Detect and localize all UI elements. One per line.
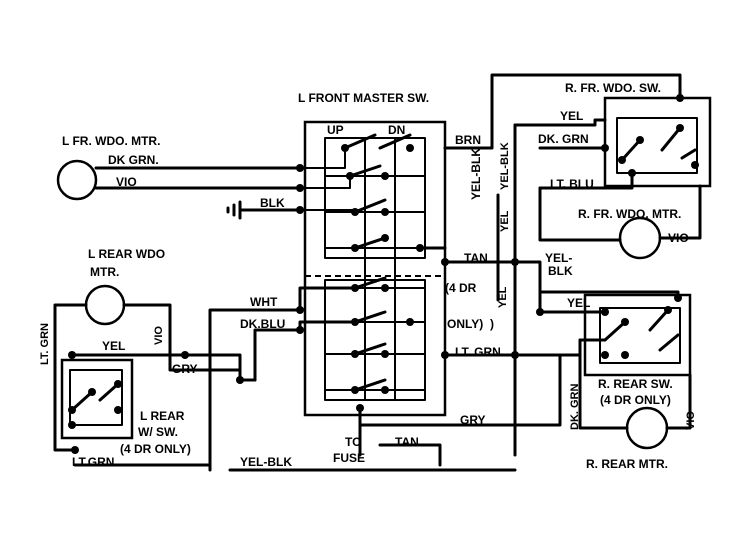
r-rear-window-motor (578, 338, 692, 450)
l-rear-switch-outline (60, 358, 134, 440)
l-rear-label: L REAR (140, 409, 185, 423)
tan-wire (418, 246, 607, 314)
dk-grn-vert-label: DK. GRN (569, 384, 581, 431)
yel-vert-label: YEL (499, 210, 511, 232)
r-fr-wdo-sw-label: R. FR. WDO. SW. (565, 81, 661, 95)
l-front-window-motor (56, 148, 351, 201)
l-rear-wdo-label: L REAR WDO (88, 247, 165, 261)
vio-r-label: VIO (668, 231, 689, 245)
master-switch-outline (303, 120, 447, 417)
fuse-label: FUSE (333, 451, 365, 465)
dn-label: DN (388, 123, 405, 137)
ground-icon (226, 200, 242, 220)
master-switch-title: L FRONT MASTER SW. (298, 91, 429, 105)
tan-fuse-label: TAN (395, 435, 419, 449)
lt-blu-r-fr-wire (538, 171, 634, 190)
l-fr-wdo-mtr-label: L FR. WDO. MTR. (62, 134, 160, 148)
r-front-switch-blades (620, 126, 697, 162)
r-front-motor-left-wire (538, 186, 622, 242)
l-front-master-switch: UP DN (4 DR ONLY) ) (303, 120, 494, 417)
r-rear-motor-right-wire (665, 373, 692, 430)
paren-label: ) (490, 317, 494, 331)
blk-wire-label: BLK (260, 196, 285, 210)
r-rear-sw-label: R. REAR SW. (598, 377, 673, 391)
brn-feed-wire (443, 73, 682, 150)
lt-blu-label: LT. BLU (550, 177, 594, 191)
l-rear-switch-blades (70, 382, 120, 412)
lt-grn-vert-label: LT. GRN (39, 323, 51, 365)
yel-r2-label: YEL (567, 296, 590, 310)
r-front-switch-outline (603, 96, 712, 188)
dk-blu-label: DK.BLU (240, 317, 285, 331)
lt-grn-label: LT. GRN (455, 345, 501, 359)
yel-vert2-label: YEL (497, 286, 509, 308)
r-rear-mtr-label: R. REAR MTR. (586, 457, 668, 471)
r-rear-switch-inner (599, 307, 681, 364)
gry2-label: GRY (460, 413, 486, 427)
four-dr-only-r-label: (4 DR ONLY) (600, 393, 671, 407)
lt-grn-l-label: LT.GRN (72, 455, 114, 469)
r-rear-motor-circle (625, 406, 669, 450)
yel-r-label: YEL (560, 109, 583, 123)
ground-blk (226, 200, 355, 220)
tan-fuse-wire (378, 443, 442, 467)
yel-r-rear-wire (538, 290, 680, 300)
wht-wire (208, 286, 357, 472)
internal-buses (325, 175, 425, 391)
l-rear-motor-left-wire (53, 303, 88, 452)
yel-l-wire (70, 353, 242, 382)
r-front-window-motor (538, 184, 702, 260)
four-dr-label: (4 DR (445, 281, 477, 295)
only-label: ONLY) (447, 317, 483, 331)
l-front-motor-to-switch (300, 148, 351, 189)
wht-label: WHT (250, 295, 278, 309)
r-rear-switch-outline (583, 293, 692, 377)
blk2-label: BLK (548, 264, 573, 278)
internal-rails (364, 138, 396, 400)
yel-blk-vert-label: YEL-BLK (499, 142, 511, 190)
switch-blades-2 (353, 276, 387, 392)
tan-wire-label: TAN (464, 251, 488, 265)
l-rear-motor-right-wire (122, 303, 242, 372)
l-front-motor-circle (56, 159, 98, 201)
brn-wire-label: BRN (455, 133, 481, 147)
l-rear-window-motor (53, 284, 242, 452)
w-sw-label: W/ SW. (138, 425, 178, 439)
vio-rr-label: VIO (685, 411, 697, 430)
r-front-switch-inner (616, 117, 698, 174)
master-front-contact-block (324, 137, 426, 259)
r-front-motor-right-wire (658, 184, 702, 240)
l-rear-mtr-label: MTR. (90, 265, 119, 279)
l-rear-window-switch (60, 351, 134, 454)
dk-grn-wire-label: DK GRN. (108, 153, 159, 167)
l-front-motor-wires (94, 166, 302, 190)
vio-l-label: VIO (153, 326, 165, 345)
r-rear-motor-left-wire (578, 338, 629, 430)
four-dr-only-l-label: (4 DR ONLY) (120, 442, 191, 456)
r-front-window-switch (601, 94, 712, 188)
gry-label: GRY (172, 362, 198, 376)
up-label: UP (327, 123, 344, 137)
l-rear-switch-inner (69, 369, 123, 426)
yel-l-label: YEL (102, 339, 125, 353)
r-front-motor-circle (618, 216, 662, 260)
r-fr-wdo-mtr-label: R. FR. WDO. MTR. (578, 207, 681, 221)
switch-blades-1 (348, 164, 387, 250)
r-rear-switch-blades (603, 308, 680, 352)
yel-blk2-label: YEL- (545, 251, 572, 265)
l-rear-motor-circle (84, 284, 126, 326)
yel-r-fr-wire (513, 118, 607, 127)
to-label: TO (345, 435, 361, 449)
yel-blk-bottom-label: YEL-BLK (240, 455, 292, 469)
dk-grn-r-label: DK. GRN (538, 132, 589, 146)
vio-wire-label: VIO (116, 175, 137, 189)
r-rear-window-switch (583, 293, 692, 377)
yel-blk-top-label: YEL-BLK (469, 148, 483, 200)
